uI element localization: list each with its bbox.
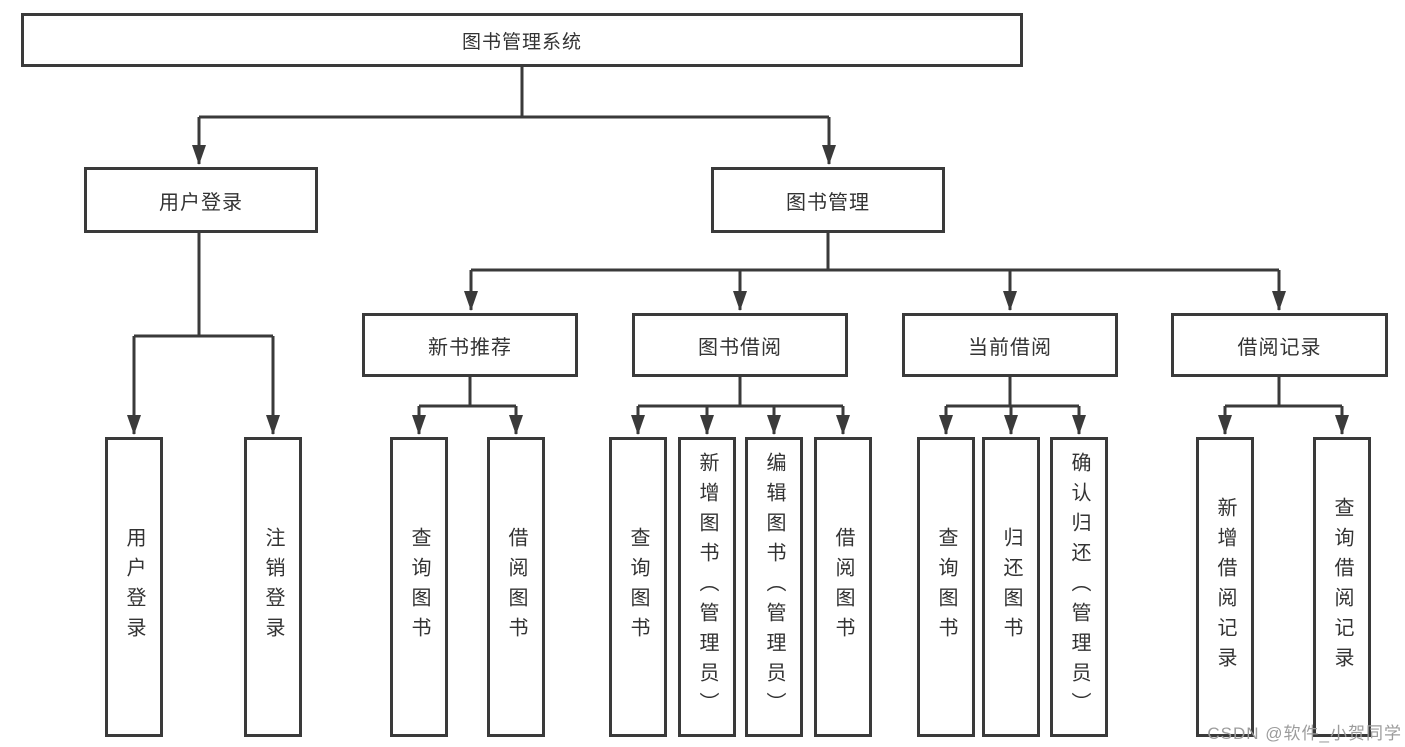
leaf-query-book-current: 查询图书 [917,437,975,737]
leaf-query-book-borrow: 查询图书 [609,437,667,737]
leaf-logout: 注销登录 [244,437,302,737]
node-new-book-recommend: 新书推荐 [362,313,578,377]
node-borrow-record: 借阅记录 [1171,313,1388,377]
leaf-query-book-borrow-label: 查询图书 [627,527,649,647]
leaf-logout-label: 注销登录 [262,527,284,647]
node-borrow-record-label: 借阅记录 [1237,336,1322,359]
leaf-user-login: 用户登录 [105,437,163,737]
leaf-query-borrow-record: 查询借阅记录 [1313,437,1371,737]
leaf-query-book-recommend: 查询图书 [390,437,448,737]
node-root: 图书管理系统 [21,13,1023,67]
leaf-add-book-admin-label: 新增图书（管理员） [696,452,718,722]
csdn-watermark: CSDN @软件_小贺同学 [1207,724,1402,743]
node-book-management: 图书管理 [711,167,945,233]
leaf-add-borrow-record: 新增借阅记录 [1196,437,1254,737]
leaf-borrow-book: 借阅图书 [814,437,872,737]
node-book-management-label: 图书管理 [786,191,870,214]
leaf-edit-book-admin-label: 编辑图书（管理员） [763,452,785,722]
leaf-borrow-book-label: 借阅图书 [832,527,854,647]
leaf-query-book-recommend-label: 查询图书 [408,527,430,647]
leaf-borrow-book-recommend: 借阅图书 [487,437,545,737]
leaf-borrow-book-recommend-label: 借阅图书 [505,527,527,647]
node-current-borrow-label: 当前借阅 [968,336,1052,359]
node-book-borrow: 图书借阅 [632,313,848,377]
leaf-query-borrow-record-label: 查询借阅记录 [1331,497,1353,677]
node-user-login: 用户登录 [84,167,318,233]
leaf-edit-book-admin: 编辑图书（管理员） [745,437,803,737]
node-book-borrow-label: 图书借阅 [698,336,782,359]
leaf-confirm-return-admin-label: 确认归还（管理员） [1068,452,1090,722]
leaf-return-book: 归还图书 [982,437,1040,737]
leaf-return-book-label: 归还图书 [1000,527,1022,647]
leaf-add-borrow-record-label: 新增借阅记录 [1214,497,1236,677]
leaf-user-login-label: 用户登录 [123,527,145,647]
leaf-confirm-return-admin: 确认归还（管理员） [1050,437,1108,737]
leaf-add-book-admin: 新增图书（管理员） [678,437,736,737]
node-root-label: 图书管理系统 [461,31,582,53]
node-current-borrow: 当前借阅 [902,313,1118,377]
node-user-login-label: 用户登录 [159,191,243,214]
node-new-book-recommend-label: 新书推荐 [428,336,512,359]
leaf-query-book-current-label: 查询图书 [935,527,957,647]
